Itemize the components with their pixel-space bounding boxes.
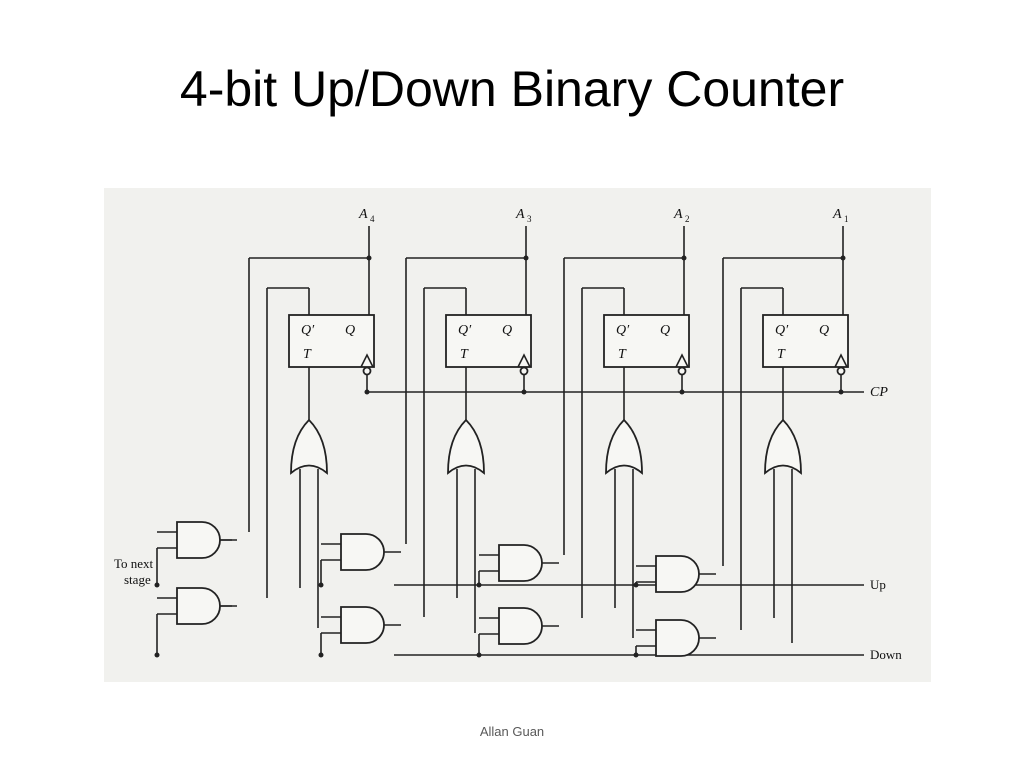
down-label: Down — [870, 647, 902, 662]
flip-flop-qbar-label: Q′ — [458, 323, 472, 338]
and-gate-up — [340, 533, 385, 571]
and-gate-up — [498, 544, 543, 582]
flip-flop-t-label: T — [460, 347, 469, 362]
flip-flop-1 — [762, 314, 849, 368]
output-subscript: 4 — [370, 214, 375, 224]
flip-flop-t-label: T — [777, 347, 786, 362]
junction-dot — [318, 652, 324, 658]
junction-dot — [366, 255, 372, 261]
and-gate-down — [176, 587, 221, 625]
clock-inversion-bubble — [677, 366, 687, 376]
flip-flop-qbar-label: Q′ — [775, 323, 789, 338]
clock-input-triangle — [517, 353, 531, 368]
or-gate — [447, 418, 485, 475]
output-label-1: A — [832, 207, 842, 222]
and-gate-down — [655, 619, 700, 657]
flip-flop-qbar-label: Q′ — [301, 323, 315, 338]
or-gate — [290, 418, 328, 475]
junction-dot — [679, 389, 685, 395]
output-subscript: 2 — [685, 214, 690, 224]
and-gate-down — [340, 606, 385, 644]
junction-dot — [154, 582, 160, 588]
output-subscript: 3 — [527, 214, 532, 224]
junction-dot — [523, 255, 529, 261]
junction-dot — [154, 652, 160, 658]
clock-inversion-bubble — [362, 366, 372, 376]
and-gate-up — [655, 555, 700, 593]
junction-dot — [476, 582, 482, 588]
flip-flop-q-label: Q — [819, 323, 829, 338]
clock-input-triangle — [834, 353, 848, 368]
clock-input-triangle — [675, 353, 689, 368]
flip-flop-t-label: T — [303, 347, 312, 362]
slide-footer: Allan Guan — [479, 724, 545, 739]
junction-dot — [681, 255, 687, 261]
output-subscript: 1 — [844, 214, 849, 224]
junction-dot — [364, 389, 370, 395]
clock-input-triangle — [360, 353, 374, 368]
or-gate — [605, 418, 643, 475]
next-stage-label-line1: To next — [114, 556, 154, 571]
junction-dot — [633, 652, 639, 658]
junction-dot — [633, 582, 639, 588]
flip-flop-q-label: Q — [345, 323, 355, 338]
clock-inversion-bubble — [519, 366, 529, 376]
slide-title: 4-bit Up/Down Binary Counter — [179, 61, 845, 117]
flip-flop-q-label: Q — [502, 323, 512, 338]
junction-dot — [838, 389, 844, 395]
next-stage-label-line2: stage — [124, 572, 151, 587]
and-gate-up — [176, 521, 221, 559]
flip-flop-t-label: T — [618, 347, 627, 362]
junction-dot — [476, 652, 482, 658]
output-label-3: A — [515, 207, 525, 222]
up-label: Up — [870, 577, 886, 592]
flip-flop-4 — [288, 314, 375, 368]
flip-flop-q-label: Q — [660, 323, 670, 338]
clock-label: CP — [870, 385, 888, 400]
or-gate — [764, 418, 802, 475]
junction-dot — [840, 255, 846, 261]
output-label-4: A — [358, 207, 368, 222]
flip-flop-qbar-label: Q′ — [616, 323, 630, 338]
junction-dot — [318, 582, 324, 588]
flip-flop-2 — [603, 314, 690, 368]
clock-inversion-bubble — [836, 366, 846, 376]
flip-flop-3 — [445, 314, 532, 368]
and-gate-down — [498, 607, 543, 645]
junction-dot — [521, 389, 527, 395]
output-label-2: A — [673, 207, 683, 222]
